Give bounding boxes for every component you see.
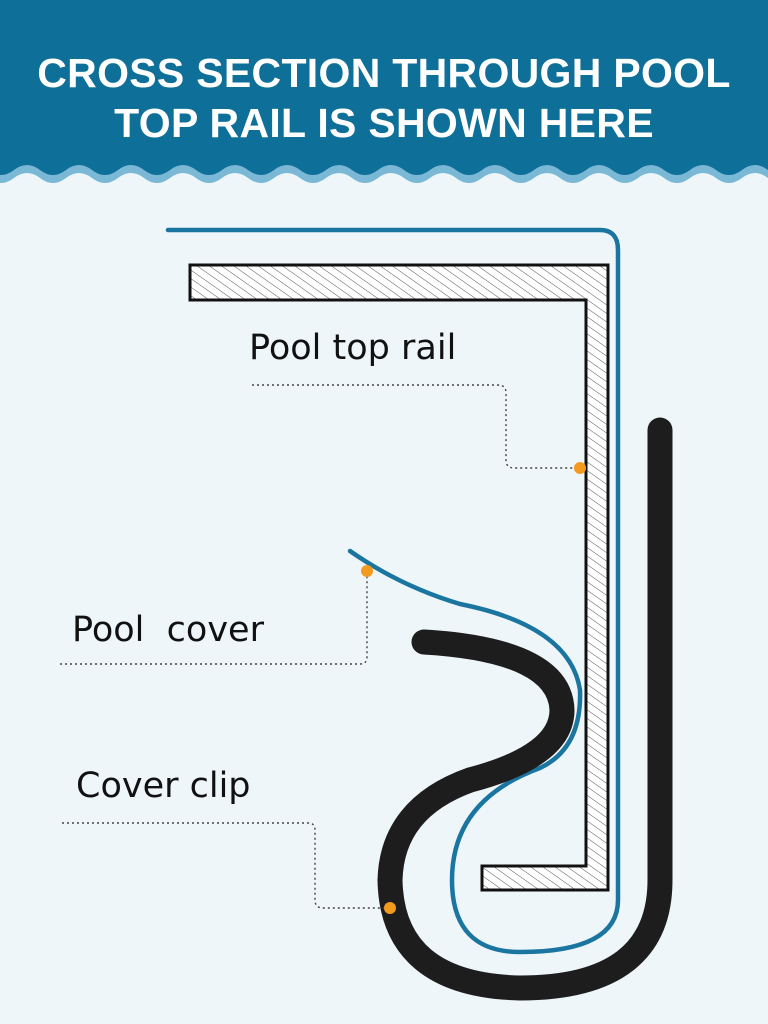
label-cover-clip: Cover clip: [76, 766, 251, 806]
header-banner: CROSS SECTION THROUGH POOL TOP RAIL IS S…: [0, 0, 768, 190]
marker-cover-clip: [384, 902, 396, 914]
title-line-2: TOP RAIL IS SHOWN HERE: [114, 100, 654, 146]
label-pool-cover: Pool cover: [72, 610, 264, 650]
label-pool-top-rail: Pool top rail: [249, 328, 457, 368]
pool-cover-top-segment: [165, 227, 621, 955]
marker-pool-cover: [361, 565, 373, 577]
leader-line-pool-cover: [60, 572, 368, 665]
wave-banner-graphic: [0, 0, 768, 183]
cover-clip: [377, 417, 673, 1001]
wave-dark-layer: [0, 0, 768, 175]
pool-top-rail-profile: [188, 263, 610, 892]
leader-line-top-rail: [252, 384, 580, 469]
leader-line-cover-clip: [62, 822, 390, 909]
title-line-1: CROSS SECTION THROUGH POOL: [37, 50, 731, 96]
marker-top-rail: [574, 462, 586, 474]
page-title: CROSS SECTION THROUGH POOL TOP RAIL IS S…: [0, 48, 768, 148]
